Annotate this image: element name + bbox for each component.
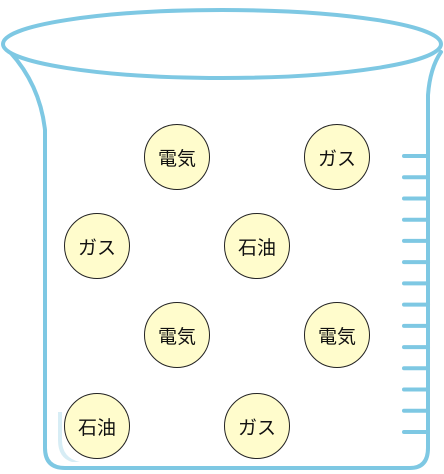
ball-gas: ガス <box>224 393 290 459</box>
ball-electricity: 電気 <box>144 124 210 190</box>
ball-oil: 石油 <box>64 393 130 459</box>
ball-electricity: 電気 <box>144 302 210 368</box>
ball-oil: 石油 <box>224 213 290 279</box>
beaker-rim <box>1 8 443 80</box>
beaker-body <box>8 50 443 470</box>
ball-gas: ガス <box>64 213 130 279</box>
ball-electricity: 電気 <box>304 302 370 368</box>
beaker-graduations <box>402 154 430 434</box>
ball-gas: ガス <box>304 124 370 190</box>
beaker-inner-shadow <box>58 412 80 462</box>
